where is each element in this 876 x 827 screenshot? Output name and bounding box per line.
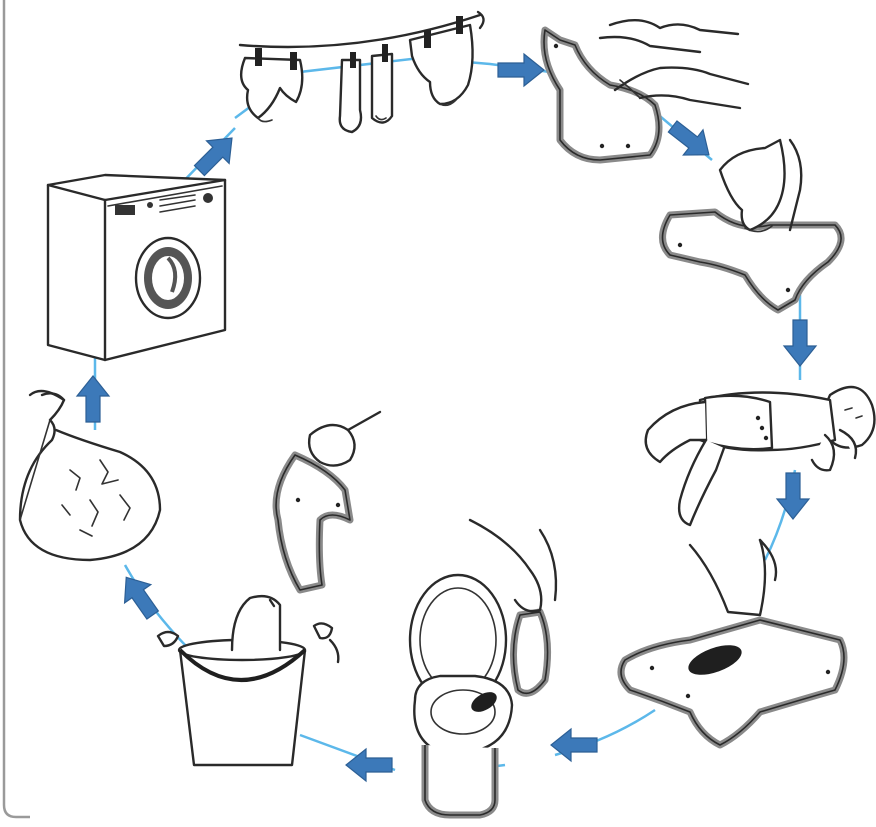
baby-icon [646,387,875,525]
arrow-open-diaper-to-baby [784,320,816,366]
arrow-clothesline-to-folding [498,54,544,86]
toilet-icon [410,520,556,815]
arrow-baby-to-soiled [777,473,809,519]
panel-frame [4,0,30,817]
arrow-washer-to-clothesline [188,127,243,182]
hands-folding-icon [544,20,748,160]
washing-machine-icon [48,175,225,360]
arrow-soiled-to-toilet [551,729,597,761]
clothesline-icon [240,12,484,132]
soiled-diaper-icon [621,540,844,745]
open-diaper-icon [663,140,842,310]
bucket-icon [158,412,380,765]
arrow-wetbag-to-washer [77,376,109,422]
